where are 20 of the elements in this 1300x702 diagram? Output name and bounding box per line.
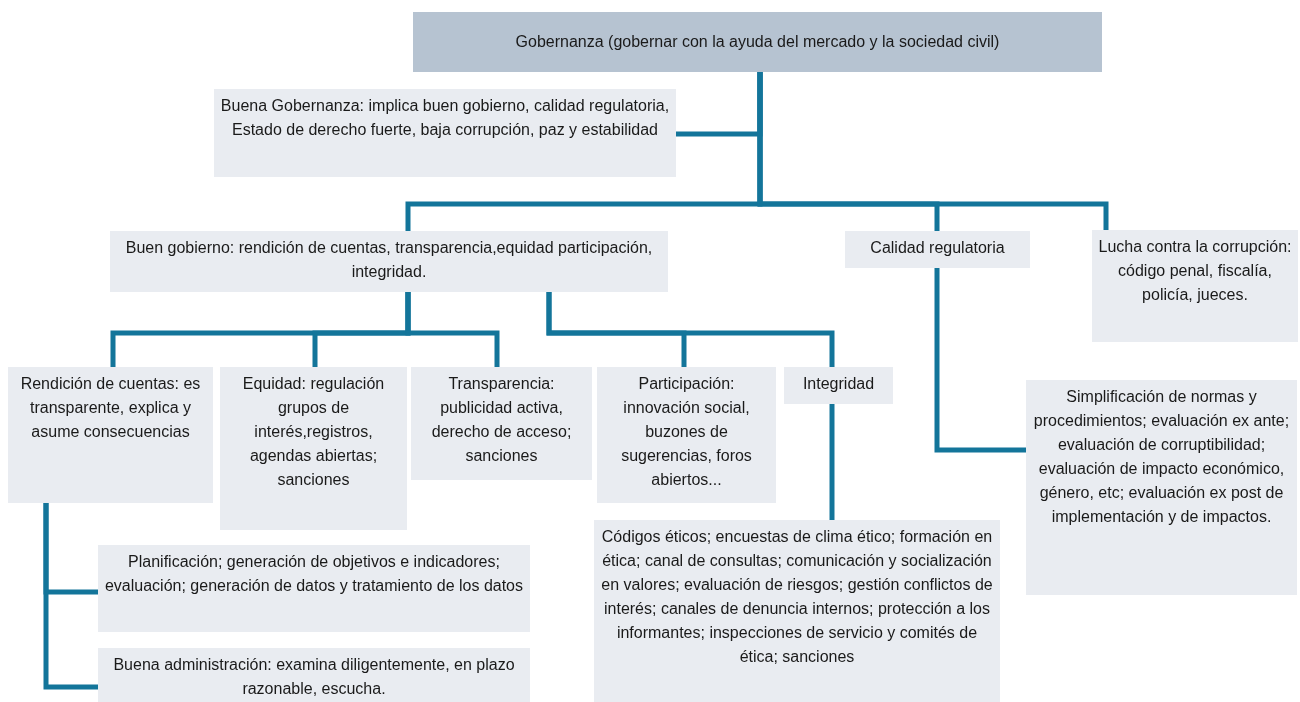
concept-box: Equidad: regulación grupos de interés,registros, agendas abiertas; sanciones — [220, 367, 407, 530]
connector-line — [934, 268, 1026, 453]
connector-line — [43, 503, 98, 690]
concept-box: Buen gobierno: rendición de cuentas, transparencia,equidad participación, integridad. — [110, 231, 668, 292]
concept-box: Calidad regulatoria — [845, 231, 1030, 268]
concept-box: Integridad — [784, 367, 893, 404]
concept-box: Lucha contra la corrupción: código penal, fiscalía, policía, jueces. — [1092, 230, 1298, 342]
connector-line — [757, 72, 1109, 230]
connector-line — [829, 404, 835, 520]
concept-box: Planificación; generación de objetivos e indicadores; evaluación; generación de datos y tratamiento de los datos — [98, 545, 530, 632]
concept-box: Rendición de cuentas: es transparente, explica y asume consecuencias — [8, 367, 213, 503]
concept-box: Buena Gobernanza: implica buen gobierno, calidad regulatoria, Estado de derecho fuerte, baja corrupción, paz y estabilidad — [214, 89, 676, 177]
concept-box: Participación: innovación social, buzones de sugerencias, foros abiertos... — [597, 367, 776, 503]
concept-box: Transparencia: publicidad activa, derecho de acceso; sanciones — [411, 367, 592, 480]
concept-box: Buena administración: examina diligentemente, en plazo razonable, escucha. — [98, 648, 530, 702]
concept-box: Simplificación de normas y procedimientos; evaluación ex ante; evaluación de corruptibilidad; evaluación de impacto económico, género, etc; evaluación ex post de implementación y de impactos. — [1026, 380, 1297, 595]
concept-box: Códigos éticos; encuestas de clima ético; formación en ética; canal de consultas; comunicación y socialización en valores; evaluación de riesgos; gestión conflictos de interés; canales de denuncia internos; protección a los informantes; inspecciones de servicio y comités de ética; sanciones — [594, 520, 1000, 702]
connector-line — [405, 292, 500, 367]
title-box: Gobernanza (gobernar con la ayuda del mercado y la sociedad civil) — [413, 12, 1102, 72]
connector-line — [546, 292, 835, 367]
